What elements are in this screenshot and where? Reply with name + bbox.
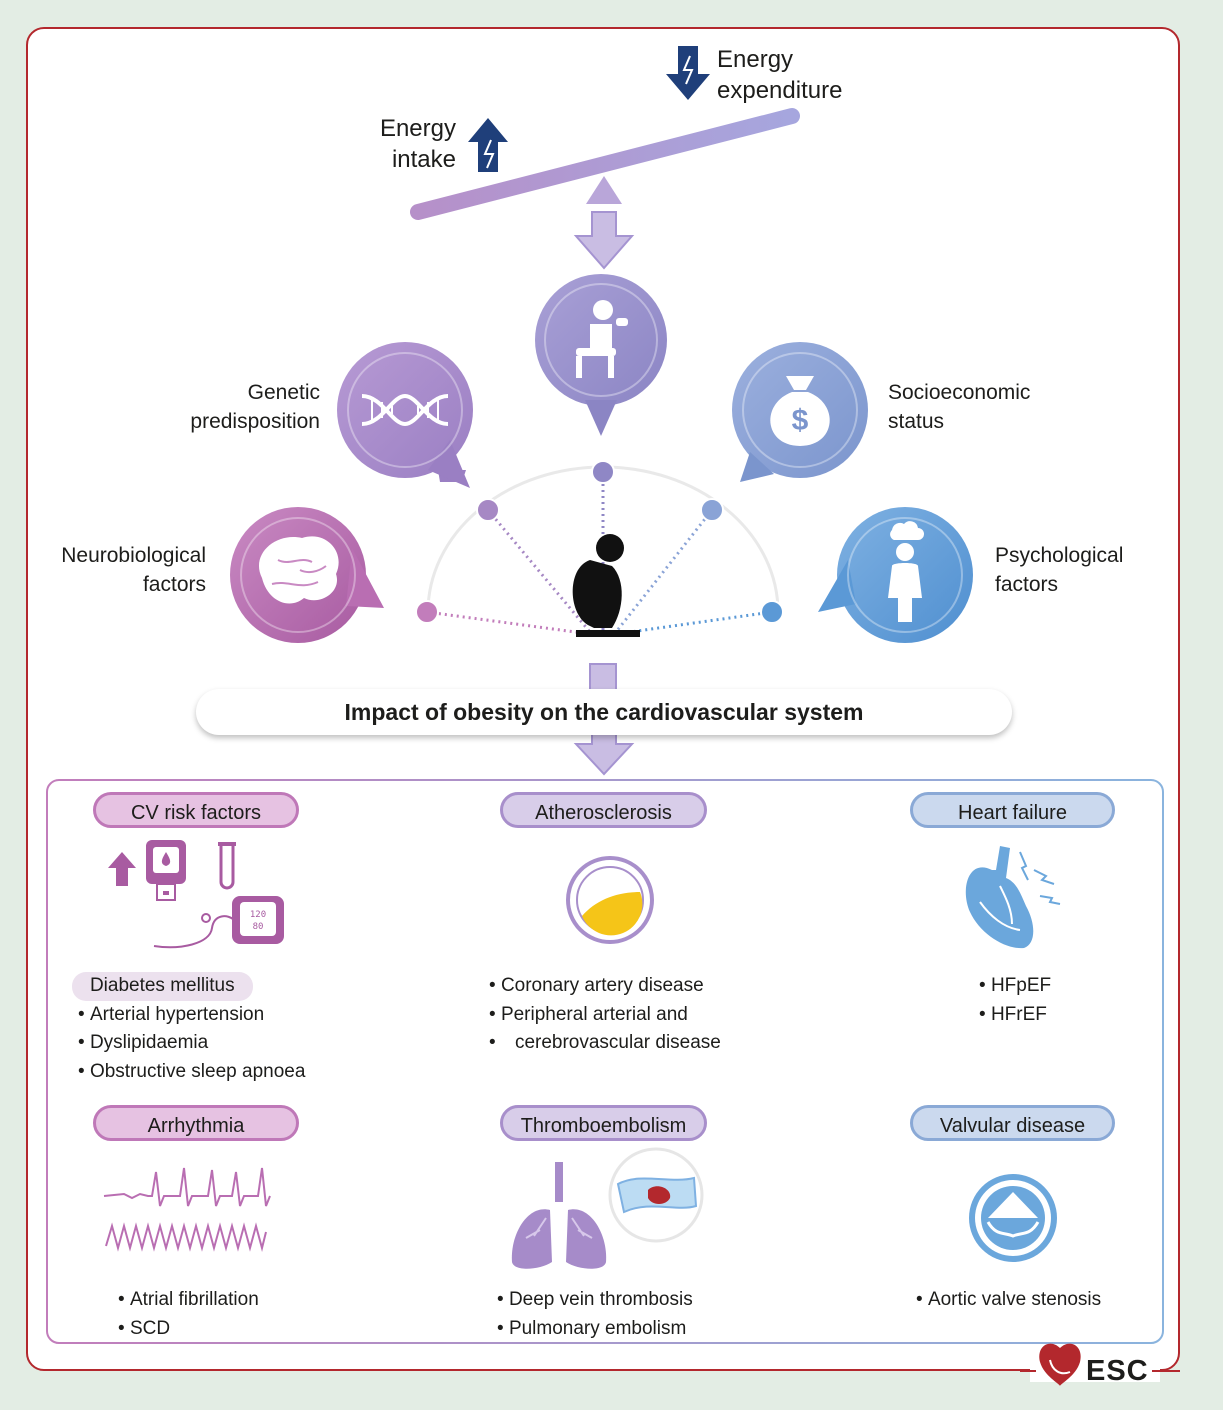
energy-intake-line2: intake	[391, 146, 456, 173]
list-item: Obstructive sleep apnoea	[78, 1058, 305, 1087]
list-item: Atrial fibrillation	[118, 1286, 259, 1315]
heart-icon	[965, 846, 1061, 949]
neurobiological-label: Neurobiological factors	[40, 541, 206, 599]
flow-arrow-icon	[573, 733, 635, 776]
neuro-line1: Neurobiological	[61, 544, 206, 567]
list-item: Dyslipidaemia	[78, 1029, 305, 1058]
blood-pressure-monitor-icon: 120 80	[153, 896, 284, 949]
list-item: Deep vein thrombosis	[497, 1286, 693, 1315]
arrhythmia-title: Arrhythmia	[93, 1105, 299, 1141]
valvular-disease-list: Aortic valve stenosis	[916, 1286, 1101, 1315]
atherosclerosis-list: Coronary artery disease Peripheral arter…	[489, 972, 721, 1058]
list-item: cerebrovascular disease	[489, 1029, 721, 1058]
person-eating-icon	[535, 274, 667, 436]
impact-box	[46, 779, 1164, 1344]
dna-icon	[337, 342, 473, 488]
thromboembolism-title: Thromboembolism	[500, 1105, 707, 1141]
esc-heart-logo-icon	[1039, 1343, 1081, 1386]
lungs-icon	[511, 1162, 607, 1269]
factors-dial	[415, 460, 784, 636]
neuro-line2: factors	[142, 573, 206, 596]
genetic-line1: Genetic	[247, 381, 320, 404]
valvular-disease-title: Valvular disease	[910, 1105, 1115, 1141]
list-item: Aortic valve stenosis	[916, 1286, 1101, 1315]
cv-risk-factors-title: CV risk factors	[93, 792, 299, 828]
cv-risk-factors-list: Diabetes mellitus Arterial hypertension …	[71, 972, 305, 1087]
obese-person-icon	[572, 534, 640, 637]
list-item: Peripheral arterial and	[489, 1001, 721, 1030]
artery-plaque-icon	[566, 856, 654, 944]
svg-text:120: 120	[250, 910, 266, 920]
list-item: Coronary artery disease	[489, 972, 721, 1001]
flow-arrow-icon	[573, 211, 635, 270]
test-tube-icon	[218, 842, 236, 890]
energy-expenditure-line1: Energy	[717, 46, 794, 73]
socioeconomic-line2: status	[888, 410, 945, 433]
brain-icon	[230, 507, 384, 643]
list-item: Pulmonary embolism	[497, 1315, 693, 1344]
thromboembolism-list: Deep vein thrombosis Pulmonary embolism	[497, 1286, 693, 1343]
list-item: Diabetes mellitus	[71, 972, 305, 1001]
list-item: SCD	[118, 1315, 259, 1344]
list-item: HFpEF	[979, 972, 1051, 1001]
arrhythmia-list: Atrial fibrillation SCD	[118, 1286, 259, 1343]
psych-line1: Psychological	[995, 544, 1124, 567]
svg-text:80: 80	[253, 922, 264, 932]
heart-failure-list: HFpEF HFrEF	[979, 972, 1051, 1029]
energy-expenditure-line2: expenditure	[717, 77, 843, 104]
energy-arrow-down-icon	[666, 46, 710, 100]
heart-failure-title: Heart failure	[910, 792, 1115, 828]
socioeconomic-label: Socioeconomic status	[888, 378, 1030, 436]
person-cloud-icon	[818, 507, 973, 643]
psychological-label: Psychological factors	[995, 541, 1123, 599]
psych-line2: factors	[995, 573, 1059, 596]
svg-text:$: $	[792, 404, 809, 437]
money-bag-icon: $	[732, 342, 868, 482]
list-item: Arterial hypertension	[78, 1001, 305, 1030]
seesaw-icon	[410, 108, 800, 220]
flow-arrow-icon	[589, 663, 617, 691]
esc-logo-text: ESC	[1086, 1355, 1149, 1387]
aortic-valve-icon	[969, 1174, 1057, 1262]
vein-clot-icon	[608, 1147, 704, 1243]
atherosclerosis-title: Atherosclerosis	[500, 792, 707, 828]
energy-expenditure-label: Energy expenditure	[717, 44, 842, 106]
impact-title: Impact of obesity on the cardiovascular …	[196, 689, 1012, 735]
energy-arrow-up-icon	[468, 118, 508, 172]
ecg-icon	[103, 1167, 271, 1252]
genetic-label: Genetic predisposition	[150, 378, 320, 436]
genetic-line2: predisposition	[190, 410, 320, 433]
list-item: HFrEF	[979, 1001, 1051, 1030]
energy-intake-line1: Energy	[379, 115, 456, 142]
socioeconomic-line1: Socioeconomic	[888, 381, 1031, 404]
energy-intake-label: Energy intake	[340, 113, 456, 175]
glucometer-icon	[108, 840, 186, 901]
